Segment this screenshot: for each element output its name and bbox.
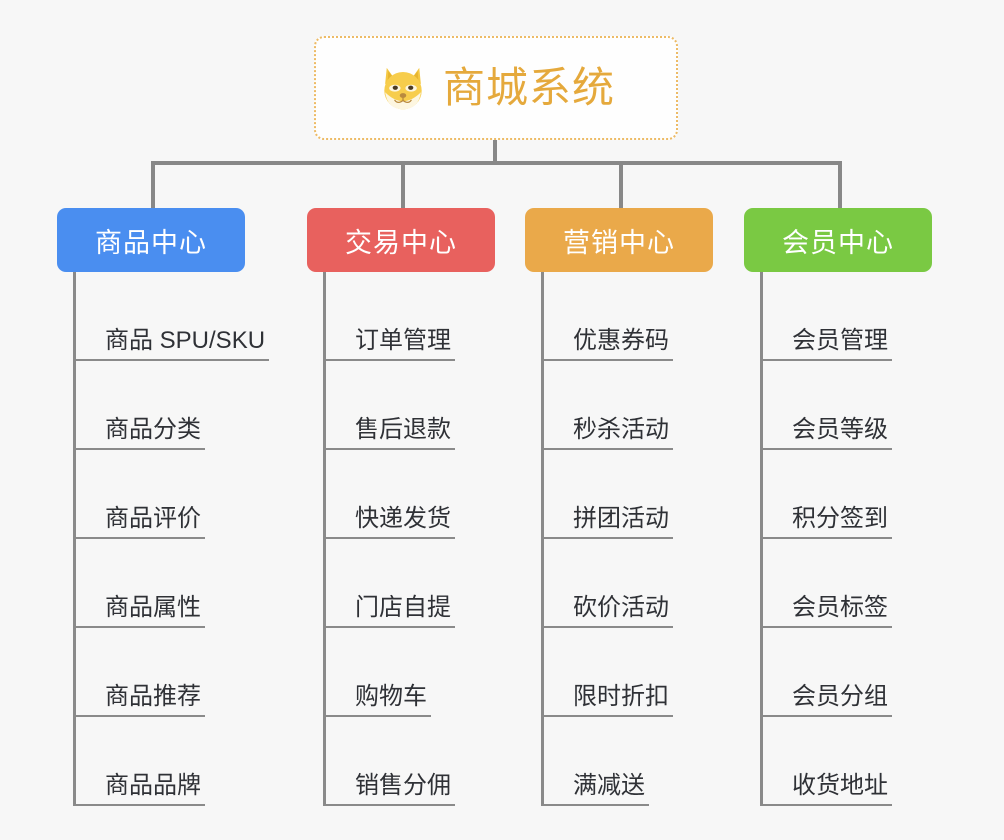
leaf-label: 商品品牌	[105, 772, 201, 799]
leaf-underline	[760, 448, 892, 450]
leaf-label: 会员等级	[792, 416, 888, 443]
leaf-item[interactable]: 优惠券码	[541, 272, 801, 361]
leaf-label: 商品分类	[105, 416, 201, 443]
leaf-label: 拼团活动	[573, 505, 669, 532]
leaf-underline	[73, 626, 205, 628]
category-header-1-label: 商品中心	[95, 227, 207, 258]
shiba-dog-face-icon	[384, 67, 422, 110]
branch-spine-3	[541, 272, 544, 806]
leaf-label: 会员标签	[792, 594, 888, 621]
leaf-label: 售后退款	[355, 416, 451, 443]
leaf-label: 订单管理	[355, 327, 451, 354]
drop-connector-3	[619, 161, 623, 208]
leaf-item[interactable]: 门店自提	[323, 539, 583, 628]
leaf-item[interactable]: 秒杀活动	[541, 361, 801, 450]
leaf-label: 快递发货	[355, 505, 451, 532]
category-header-4[interactable]: 会员中心	[744, 208, 932, 272]
root-stem-connector	[493, 140, 497, 165]
leaf-underline	[73, 804, 205, 806]
leaf-list-3: 优惠券码 秒杀活动 拼团活动 砍价活动 限时折扣 满减送	[541, 272, 801, 806]
leaf-item[interactable]: 销售分佣	[323, 717, 583, 806]
leaf-underline	[760, 537, 892, 539]
leaf-item[interactable]: 快递发货	[323, 450, 583, 539]
leaf-label: 满减送	[573, 772, 645, 799]
leaf-underline	[760, 715, 892, 717]
leaf-underline	[323, 448, 455, 450]
leaf-underline	[541, 804, 649, 806]
leaf-list-4: 会员管理 会员等级 积分签到 会员标签 会员分组 收货地址	[760, 272, 1004, 806]
leaf-underline	[323, 626, 455, 628]
leaf-label: 优惠券码	[573, 327, 669, 354]
leaf-item[interactable]: 会员分组	[760, 628, 1004, 717]
leaf-item[interactable]: 商品属性	[73, 539, 333, 628]
leaf-underline	[760, 804, 892, 806]
branch-spine-1	[73, 272, 76, 806]
leaf-label: 会员分组	[792, 683, 888, 710]
drop-connector-1	[151, 161, 155, 208]
leaf-item[interactable]: 砍价活动	[541, 539, 801, 628]
leaf-label: 商品 SPU/SKU	[105, 327, 266, 354]
category-header-4-label: 会员中心	[782, 227, 894, 258]
leaf-label: 门店自提	[355, 594, 451, 621]
leaf-item[interactable]: 会员管理	[760, 272, 1004, 361]
leaf-underline	[323, 804, 455, 806]
leaf-item[interactable]: 限时折扣	[541, 628, 801, 717]
leaf-label: 积分签到	[792, 505, 888, 532]
leaf-item[interactable]: 拼团活动	[541, 450, 801, 539]
leaf-underline	[73, 715, 205, 717]
leaf-underline	[541, 537, 673, 539]
leaf-underline	[541, 715, 673, 717]
leaf-label: 砍价活动	[573, 594, 669, 621]
leaf-item[interactable]: 积分签到	[760, 450, 1004, 539]
leaf-item[interactable]: 商品分类	[73, 361, 333, 450]
category-header-2[interactable]: 交易中心	[307, 208, 495, 272]
leaf-list-1: 商品 SPU/SKU 商品分类 商品评价 商品属性 商品推荐 商品品牌	[73, 272, 333, 806]
leaf-item[interactable]: 会员等级	[760, 361, 1004, 450]
leaf-label: 会员管理	[792, 327, 888, 354]
drop-connector-4	[838, 161, 842, 208]
leaf-item[interactable]: 商品评价	[73, 450, 333, 539]
category-header-2-label: 交易中心	[345, 227, 457, 258]
category-header-3[interactable]: 营销中心	[525, 208, 713, 272]
leaf-label: 限时折扣	[573, 683, 669, 710]
leaf-underline	[73, 448, 205, 450]
leaf-underline	[760, 626, 892, 628]
root-title: 商城系统	[442, 64, 615, 111]
leaf-label: 商品推荐	[105, 683, 201, 710]
branch-spine-4	[760, 272, 763, 806]
leaf-item[interactable]: 满减送	[541, 717, 801, 806]
category-header-3-label: 营销中心	[563, 227, 675, 258]
leaf-label: 商品评价	[105, 505, 201, 532]
leaf-item[interactable]: 商品品牌	[73, 717, 333, 806]
leaf-item[interactable]: 收货地址	[760, 717, 1004, 806]
leaf-item[interactable]: 会员标签	[760, 539, 1004, 628]
leaf-underline	[323, 715, 431, 717]
root-node[interactable]: 商城系统	[314, 36, 678, 140]
horizontal-bus-connector	[151, 161, 842, 165]
leaf-underline	[760, 359, 892, 361]
leaf-underline	[323, 359, 455, 361]
leaf-label: 购物车	[355, 683, 427, 710]
leaf-list-2: 订单管理 售后退款 快递发货 门店自提 购物车 销售分佣	[323, 272, 583, 806]
leaf-label: 收货地址	[792, 772, 888, 799]
leaf-underline	[541, 448, 673, 450]
leaf-underline	[541, 359, 673, 361]
category-header-1[interactable]: 商品中心	[57, 208, 245, 272]
leaf-underline	[73, 359, 269, 361]
leaf-underline	[73, 537, 205, 539]
leaf-label: 销售分佣	[355, 772, 451, 799]
leaf-item[interactable]: 售后退款	[323, 361, 583, 450]
leaf-underline	[541, 626, 673, 628]
leaf-label: 商品属性	[105, 594, 201, 621]
leaf-label: 秒杀活动	[573, 416, 669, 443]
leaf-item[interactable]: 订单管理	[323, 272, 583, 361]
drop-connector-2	[401, 161, 405, 208]
leaf-item[interactable]: 购物车	[323, 628, 583, 717]
leaf-item[interactable]: 商品 SPU/SKU	[73, 272, 333, 361]
leaf-underline	[323, 537, 455, 539]
leaf-item[interactable]: 商品推荐	[73, 628, 333, 717]
branch-spine-2	[323, 272, 326, 806]
